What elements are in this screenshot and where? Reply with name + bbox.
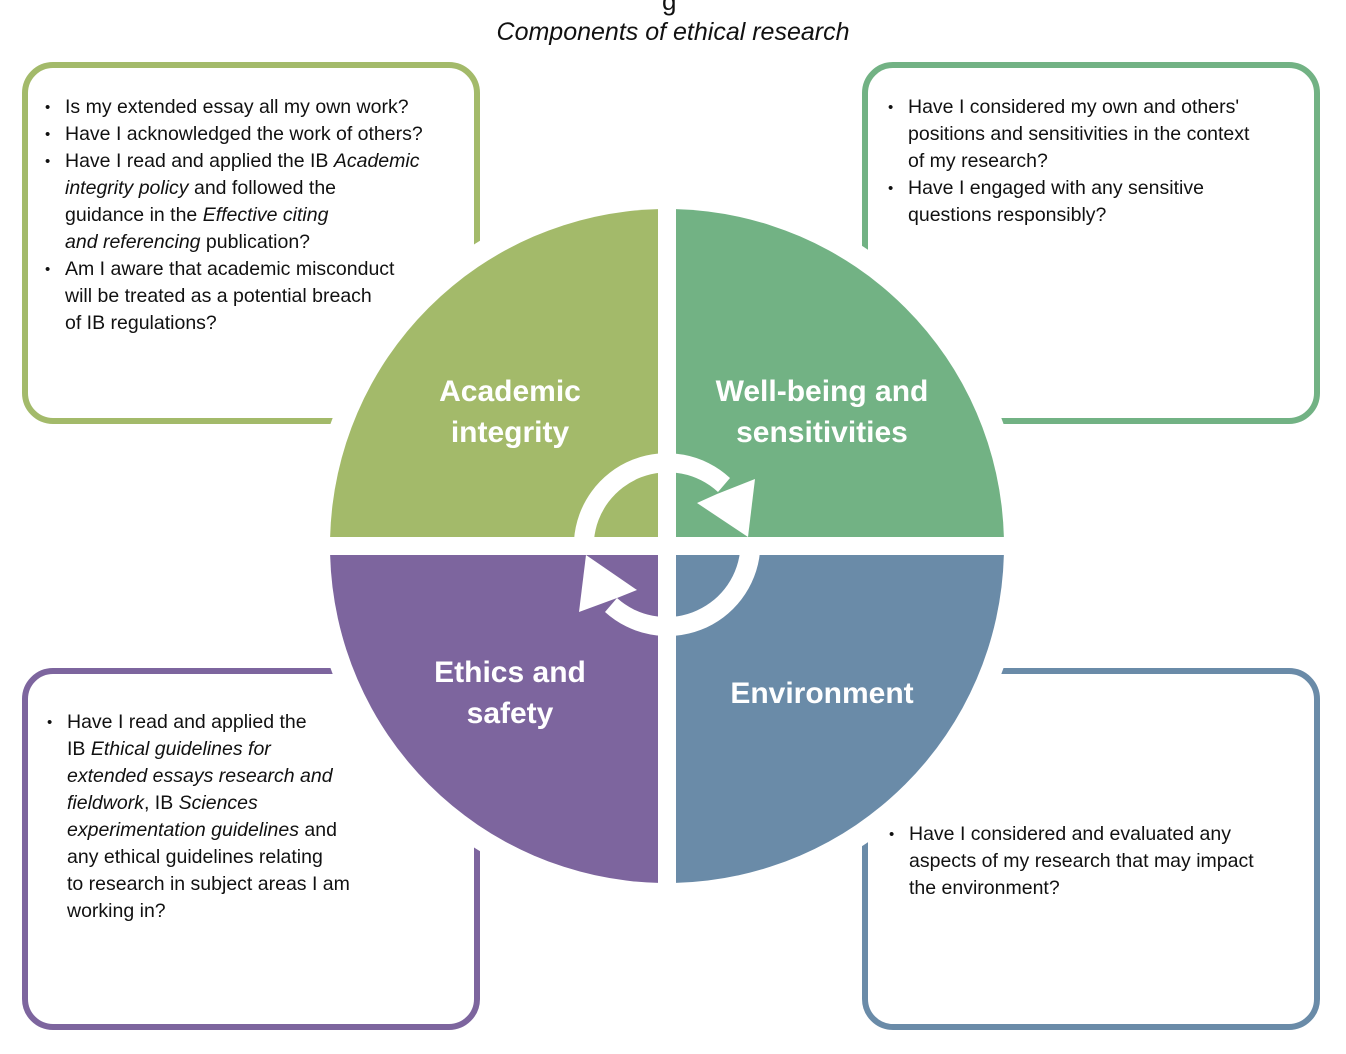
question-text: will be treated as a potential breach (65, 285, 372, 307)
question-text: Have I acknowledged the work of others? (65, 123, 423, 145)
question-text: and (298, 819, 337, 841)
label-wellbeing-line-1: Well-being and (715, 375, 929, 408)
question-item: • Have I read and applied the IB Academic… (45, 148, 465, 256)
bullet-icon: • (888, 99, 894, 116)
question-text: publication? (200, 231, 311, 253)
question-item: • Have I acknowledged the work of others? (45, 121, 465, 148)
label-academic-line-2: integrity (450, 416, 570, 449)
bullet-icon: • (45, 261, 51, 278)
box-wellbeing-frame (862, 62, 1320, 424)
label-wellbeing: Well-being and sensitivities (692, 371, 952, 453)
question-text: Am I aware that academic misconduct (65, 258, 395, 280)
italic-title-text: Academic (333, 150, 420, 172)
environment-questions-list: • Have I considered and evaluated any aspe… (889, 821, 1309, 902)
box-environment-text: • Have I considered and evaluated any aspe… (889, 821, 1309, 902)
italic-title-text: integrity policy (65, 177, 189, 199)
bullet-icon: • (888, 180, 894, 197)
label-academic-line-1: Academic (439, 375, 581, 408)
question-text: questions responsibly? (908, 204, 1107, 226)
label-environment: Environment (692, 673, 952, 714)
question-text: Have I engaged with any sensitive (908, 177, 1204, 199)
italic-title-text: Effective citing (202, 204, 329, 226)
bullet-icon: • (45, 126, 51, 143)
cycle-arrowhead-bottom (579, 555, 637, 612)
quadrant-ethics (330, 555, 658, 883)
question-text: , IB (143, 792, 179, 814)
label-ethics: Ethics and safety (400, 652, 620, 734)
question-text: guidance in the (65, 204, 203, 226)
question-text: and followed the (188, 177, 337, 199)
bullet-icon: • (889, 826, 895, 843)
label-academic: Academic integrity (400, 371, 620, 453)
question-text: any ethical guidelines relating (67, 846, 323, 868)
question-item: • Have I engaged with any sensitive questi… (888, 175, 1308, 229)
label-wellbeing-line-2: sensitivities (736, 416, 908, 449)
question-text: Is my extended essay all my own work? (65, 96, 409, 118)
question-item: • Is my extended essay all my own work? (45, 94, 465, 121)
bullet-icon: • (45, 99, 51, 116)
label-environment-line-1: Environment (730, 677, 914, 710)
question-text: aspects of my research that may impact (909, 850, 1254, 872)
question-text: working in? (67, 900, 166, 922)
italic-title-text: fieldwork (67, 792, 144, 814)
question-item: • Am I aware that academic misconduct will… (45, 256, 465, 337)
question-text: Have I read and applied the (67, 711, 307, 733)
question-item: • Have I considered my own and others' pos… (888, 94, 1308, 175)
cropped-heading-fragment: g (662, 0, 677, 16)
cycle-arc-bottom (605, 552, 760, 637)
question-text: of IB regulations? (65, 312, 217, 334)
italic-title-text: experimentation guidelines (67, 819, 299, 841)
italic-title-text: Sciences (178, 792, 258, 814)
quadrant-academic (330, 209, 658, 538)
cycle-arc-top (574, 453, 730, 540)
question-text: positions and sensitivities in the conte… (908, 123, 1250, 145)
circular-arrows-icon (574, 453, 760, 637)
question-text: Have I considered my own and others' (908, 96, 1240, 118)
question-text: to research in subject areas I am (67, 873, 350, 895)
box-environment-frame (862, 668, 1320, 1030)
italic-title-text: Ethical guidelines for (90, 738, 271, 760)
cycle-arrowhead-top (697, 479, 755, 537)
bullet-icon: • (45, 153, 51, 170)
bullet-icon: • (47, 714, 53, 731)
diagram-title: Components of ethical research (496, 18, 850, 46)
quadrant-environment (676, 555, 1004, 883)
question-text: Have I considered and evaluated any (909, 823, 1231, 845)
question-text: the environment? (909, 877, 1060, 899)
question-item: • Have I considered and evaluated any aspe… (889, 821, 1309, 902)
wellbeing-questions-list: • Have I considered my own and others' pos… (888, 94, 1308, 229)
question-text: of my research? (908, 150, 1048, 172)
label-ethics-line-2: safety (466, 697, 554, 730)
box-academic-text: • Is my extended essay all my own work? • H… (45, 94, 465, 337)
question-text: Have I read and applied the IB (65, 150, 334, 172)
box-wellbeing-text: • Have I considered my own and others' pos… (888, 94, 1308, 229)
academic-questions-list: • Is my extended essay all my own work? • H… (45, 94, 465, 337)
question-text: IB (67, 738, 91, 760)
italic-title-text: extended essays research and (67, 765, 333, 787)
label-ethics-line-1: Ethics and (434, 656, 586, 689)
italic-title-text: and referencing (65, 231, 201, 253)
quadrant-wellbeing (676, 209, 1004, 538)
